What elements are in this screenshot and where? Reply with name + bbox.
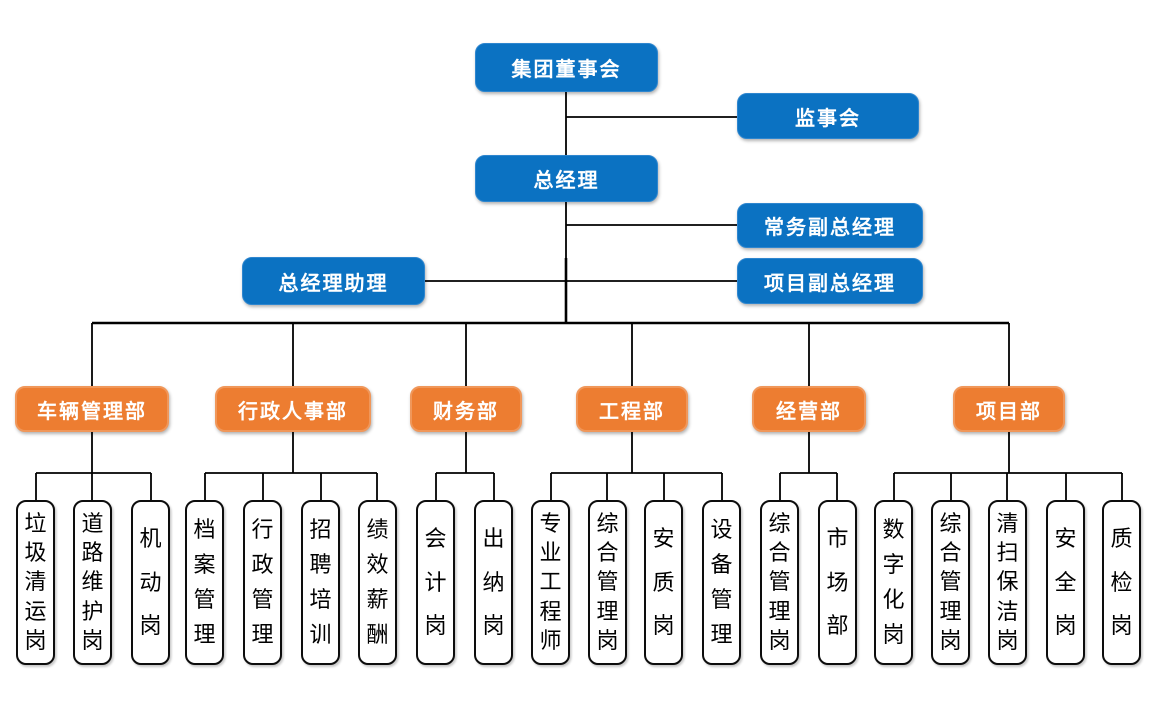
post-label: 综合管理岗 bbox=[939, 511, 962, 653]
post-box: 专业工程师 bbox=[531, 500, 570, 665]
node-gm-assistant: 总经理助理 bbox=[242, 257, 425, 305]
post-box: 垃圾清运岗 bbox=[16, 500, 55, 665]
post-label: 垃圾清运岗 bbox=[24, 511, 47, 653]
post-box: 质检岗 bbox=[1102, 500, 1141, 665]
post-box: 市场部 bbox=[818, 500, 857, 665]
dept-operations: 经营部 bbox=[752, 386, 866, 432]
node-board: 集团董事会 bbox=[475, 43, 658, 92]
node-supervisory-board: 监事会 bbox=[737, 93, 919, 139]
post-box: 会计岗 bbox=[416, 500, 455, 665]
post-box: 道路维护岗 bbox=[73, 500, 112, 665]
post-label: 行政管理 bbox=[251, 517, 274, 647]
post-box: 综合管理岗 bbox=[588, 500, 627, 665]
dept-vehicle-management: 车辆管理部 bbox=[15, 386, 169, 432]
dept-finance: 财务部 bbox=[410, 386, 522, 432]
dept-admin-hr: 行政人事部 bbox=[215, 386, 371, 432]
post-box: 综合管理岗 bbox=[760, 500, 799, 665]
post-label: 会计岗 bbox=[424, 525, 447, 639]
post-box: 安全岗 bbox=[1046, 500, 1085, 665]
post-box: 安质岗 bbox=[644, 500, 683, 665]
post-box: 档案管理 bbox=[185, 500, 224, 665]
post-box: 行政管理 bbox=[243, 500, 282, 665]
post-box: 出纳岗 bbox=[474, 500, 513, 665]
post-label: 安质岗 bbox=[652, 525, 675, 639]
post-label: 综合管理岗 bbox=[768, 511, 791, 653]
post-box: 招聘培训 bbox=[301, 500, 340, 665]
post-label: 招聘培训 bbox=[309, 517, 332, 647]
post-label: 综合管理岗 bbox=[596, 511, 619, 653]
post-label: 质检岗 bbox=[1110, 525, 1133, 639]
post-label: 机动岗 bbox=[139, 525, 162, 639]
post-box: 综合管理岗 bbox=[931, 500, 970, 665]
post-label: 档案管理 bbox=[193, 517, 216, 647]
node-exec-deputy-gm: 常务副总经理 bbox=[737, 203, 923, 248]
post-label: 专业工程师 bbox=[539, 511, 562, 653]
post-label: 出纳岗 bbox=[482, 525, 505, 639]
node-project-deputy-gm: 项目副总经理 bbox=[737, 258, 923, 304]
post-label: 清扫保洁岗 bbox=[996, 511, 1019, 653]
dept-engineering: 工程部 bbox=[576, 386, 688, 432]
post-label: 设备管理 bbox=[710, 517, 733, 647]
post-box: 数字化岗 bbox=[874, 500, 913, 665]
node-general-manager: 总经理 bbox=[475, 155, 658, 202]
post-label: 绩效薪酬 bbox=[366, 517, 389, 647]
post-box: 机动岗 bbox=[131, 500, 170, 665]
post-label: 市场部 bbox=[826, 525, 849, 639]
dept-project: 项目部 bbox=[953, 386, 1065, 432]
post-box: 绩效薪酬 bbox=[358, 500, 397, 665]
post-box: 设备管理 bbox=[702, 500, 741, 665]
post-label: 数字化岗 bbox=[882, 517, 905, 647]
post-box: 清扫保洁岗 bbox=[988, 500, 1027, 665]
post-label: 道路维护岗 bbox=[81, 511, 104, 653]
post-label: 安全岗 bbox=[1054, 525, 1077, 639]
